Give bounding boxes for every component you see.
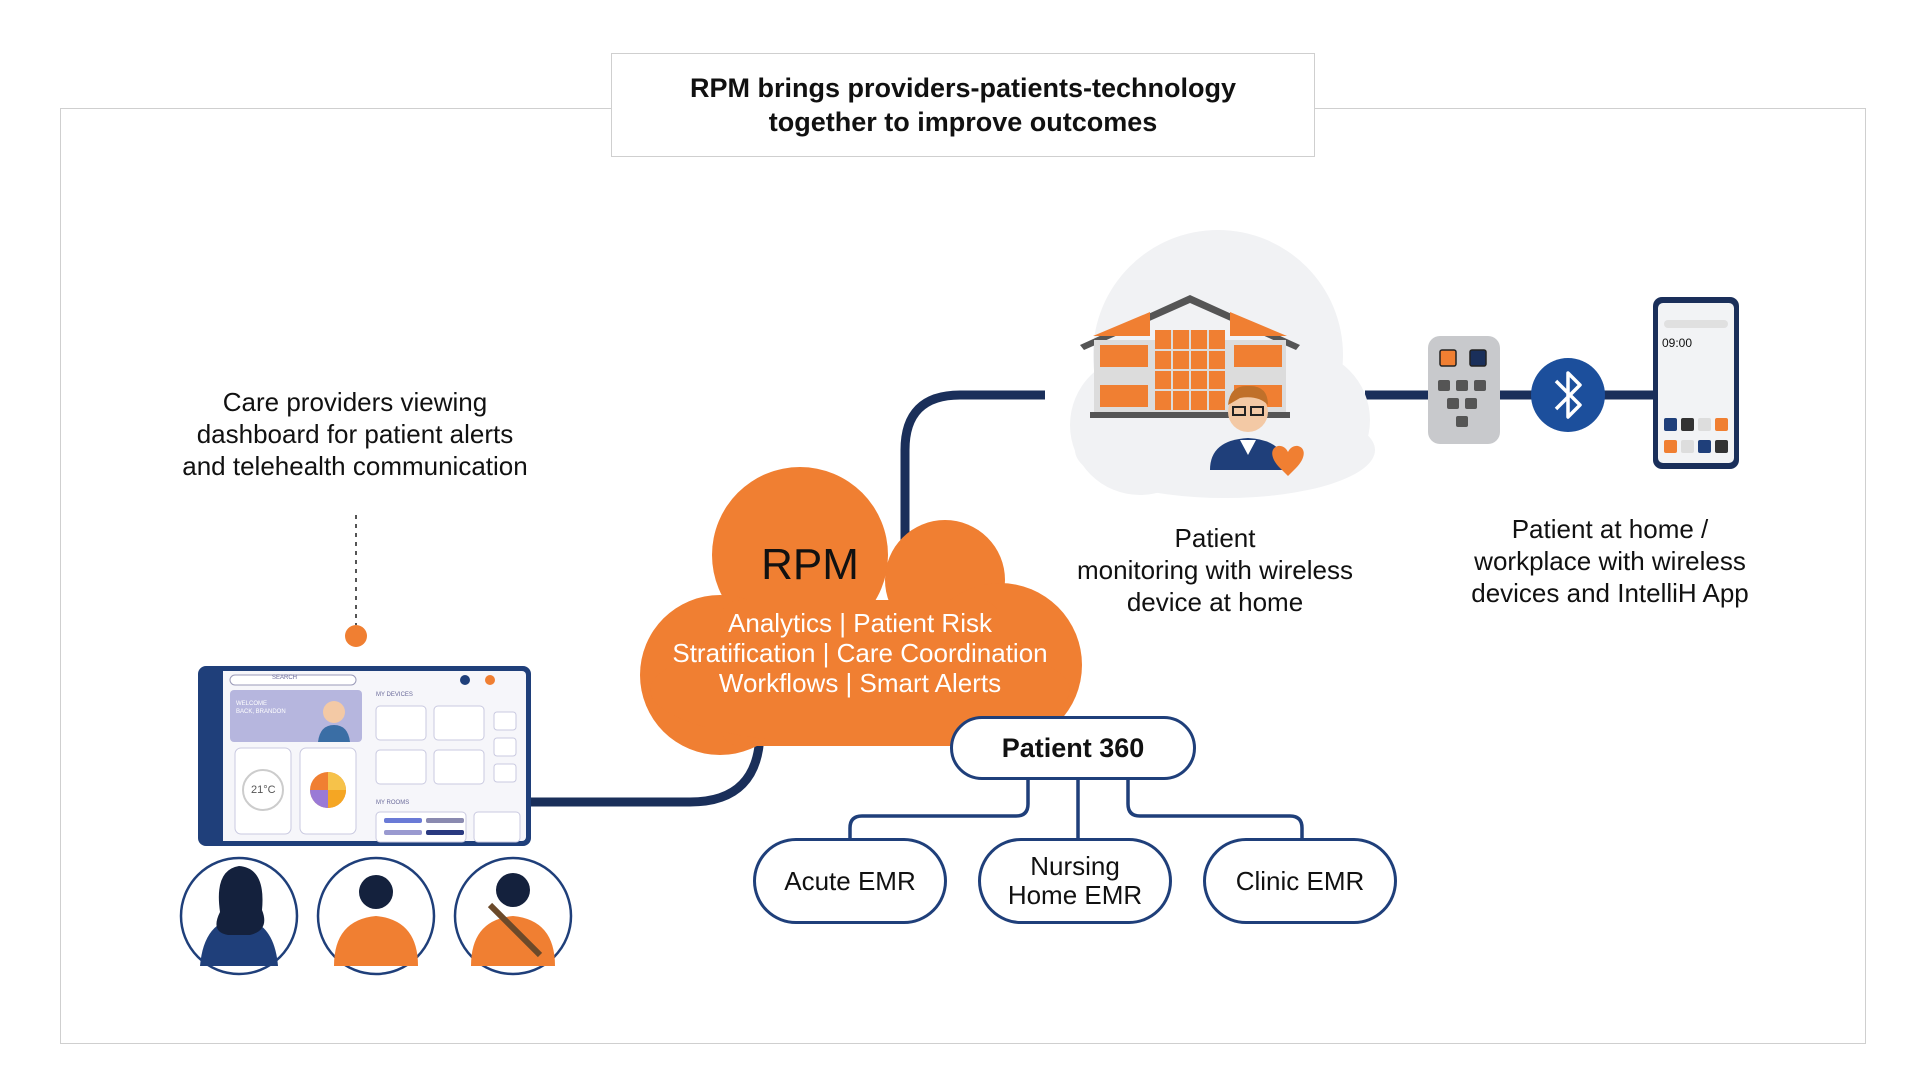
person-icon: [179, 856, 299, 976]
smartphone-icon: [1653, 297, 1739, 469]
tablet-dashboard-icon: [198, 666, 531, 846]
heart-icon: [1272, 445, 1304, 476]
bluetooth-icon: [1531, 358, 1605, 432]
rpm-cloud: [640, 467, 1082, 755]
remote-device-icon: [1428, 336, 1500, 444]
pointer-dot: [345, 625, 367, 647]
connector-tablet-cloud: [530, 729, 765, 807]
rpm-heading: RPM: [761, 540, 859, 589]
dashboard-my-rooms: MY ROOMS: [376, 800, 410, 806]
tree-connectors: [848, 780, 1304, 840]
person-icon: [453, 856, 573, 976]
acute-emr-node: Acute EMR: [753, 838, 947, 924]
patient-avatar-icon: [1210, 385, 1286, 470]
patient-360-node: Patient 360: [950, 716, 1196, 780]
dashboard-search: SEARCH: [272, 675, 298, 681]
connector-cloud-house: [900, 390, 1045, 540]
title-line-1: RPM brings providers-patients-technology: [689, 73, 1237, 103]
dashboard-welcome: WELCOME BACK, BRANDON: [236, 701, 286, 715]
person-icon: [316, 856, 436, 976]
phone-time: 09:00: [1662, 336, 1693, 350]
rpm-capabilities: Analytics | Patient Risk Stratification …: [672, 608, 1048, 698]
clinic-emr-node: Clinic EMR: [1203, 838, 1397, 924]
care-providers-label: Care providers viewing dashboard for pat…: [182, 387, 528, 481]
dashboard-temperature: 21°C: [251, 784, 276, 796]
patient-home-label: Patient at home / workplace with wireles…: [1471, 514, 1749, 608]
diagram-title: RPM brings providers-patients-technology…: [611, 53, 1315, 157]
dashboard-my-devices: MY DEVICES: [376, 692, 413, 698]
patient-monitoring-label: Patient monitoring with wireless device …: [1077, 523, 1353, 617]
nursing-home-emr-node: Nursing Home EMR: [978, 838, 1172, 924]
title-line-2: together to improve outcomes: [768, 107, 1158, 137]
